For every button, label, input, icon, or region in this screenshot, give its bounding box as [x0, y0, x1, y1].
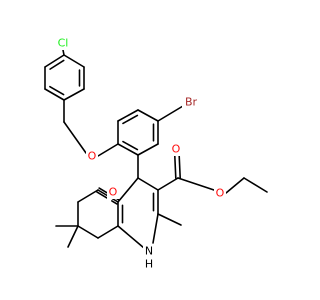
bond-ring2-5-inner — [122, 140, 139, 151]
bond-ring1-3 — [63, 88, 85, 101]
bond-ch2-o — [63, 121, 87, 154]
ketone-oxygen-label: O — [109, 186, 118, 199]
bond-c7-c8 — [77, 225, 99, 239]
bond-c4-c3 — [137, 177, 159, 191]
ether-oxygen-label: O — [88, 150, 97, 163]
bond-ester-carbonyl — [178, 155, 181, 179]
bond-n-c8a — [117, 225, 145, 249]
atom-label-layer: Cl Br O O O O N H — [55, 36, 226, 271]
bond-ring1-2-inner — [49, 85, 65, 96]
bond-ring2-br — [157, 105, 184, 122]
bond-ring1-0-inner — [49, 59, 65, 70]
bond-c5-c6 — [77, 189, 99, 203]
bond-ch2-ch3 — [243, 177, 268, 193]
bond-ketone-dummy — [96, 191, 108, 199]
bond-c5-o-b — [111, 200, 118, 205]
molecule-structure: Cl Br O O O O N H — [44, 36, 268, 271]
bond-ring1-5 — [63, 54, 85, 68]
bond-ring2-4 — [137, 143, 159, 156]
bond-cl-c — [62, 49, 65, 56]
bond-ring1-2 — [44, 88, 65, 101]
bond-ring2-5 — [117, 143, 139, 156]
bond-ring1-0 — [44, 54, 65, 68]
nitrogen-hydrogen-label: H — [145, 258, 153, 271]
bond-ring2-1-inner — [122, 114, 139, 125]
bond-layer — [44, 49, 268, 249]
bond-ring2-1 — [117, 109, 139, 122]
bond-c2-n — [152, 213, 159, 244]
bond-c7-me2 — [67, 225, 79, 248]
bond-ester-o — [177, 177, 215, 191]
chlorine-atom-label: Cl — [58, 37, 69, 50]
bromine-atom-label: Br — [185, 96, 198, 109]
bond-c3-ester — [157, 177, 179, 191]
ester-oxygen-label: O — [216, 187, 225, 200]
nitrogen-atom-label: N — [145, 245, 153, 258]
bond-c4a-c4 — [117, 177, 139, 203]
bond-ester-carbonyl-b — [174, 155, 177, 179]
bond-c2-methyl — [157, 213, 182, 226]
ester-carbonyl-oxygen-label: O — [172, 143, 181, 156]
bond-ring2-2 — [137, 109, 159, 122]
bond-o-ring2 — [97, 143, 119, 157]
bond-c8-c8a — [97, 225, 119, 239]
bond-o-ch2 — [225, 177, 245, 194]
